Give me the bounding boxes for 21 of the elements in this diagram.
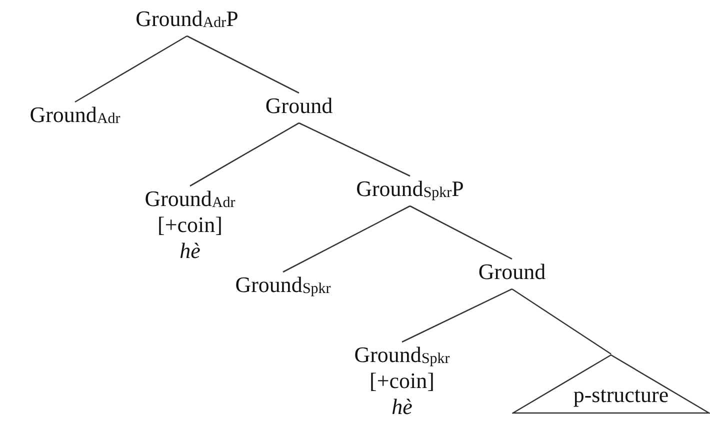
node-label: p-structure (573, 382, 669, 408)
node-label: Ground$_{Adr}$P (136, 6, 238, 32)
node-label: Ground$_{Adr}$ (144, 186, 236, 212)
tree-branch (190, 122, 300, 187)
feature-label: [+coin] (370, 368, 434, 394)
node-label: Ground$_{Spkr}$ (235, 272, 331, 298)
tree-branch (186, 35, 300, 94)
word-label: hè (392, 394, 412, 420)
word-label: hè (180, 238, 200, 264)
tree-branch (282, 205, 410, 273)
node-label: Ground$_{Spkr}$ (354, 342, 450, 368)
node-label: Ground$_{Spkr}$P (356, 176, 464, 202)
node-label: Ground (478, 259, 546, 285)
node-label: Ground (265, 93, 333, 119)
tree-branch (298, 122, 410, 177)
tree-branch (74, 35, 188, 103)
tree-branch (410, 205, 512, 260)
node-label: Ground$_{Adr}$ (30, 102, 120, 128)
tree-branch (402, 288, 512, 343)
tree-branch (512, 288, 612, 355)
feature-label: [+coin] (158, 212, 222, 238)
